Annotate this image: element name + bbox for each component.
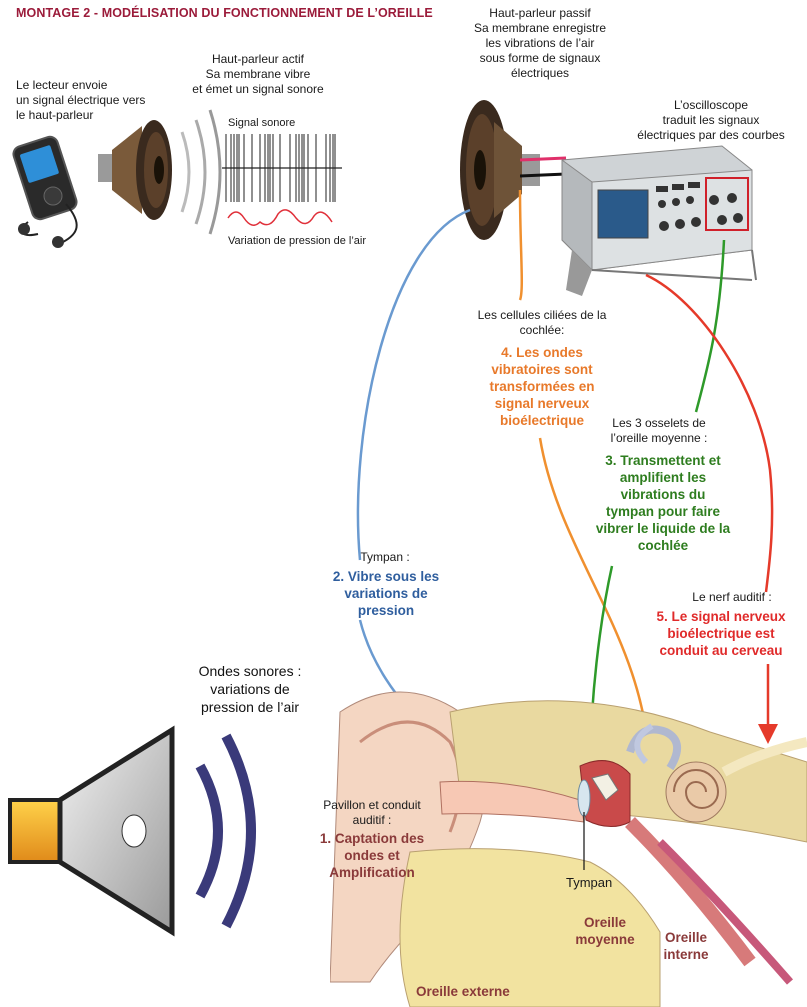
sound-wave-arcs — [180, 109, 222, 235]
speaker-caption: Ondes sonores : variations de pression d… — [180, 662, 320, 716]
middle-ear-line: Oreille — [583, 915, 627, 930]
step-2-text: 2. Vibre sous les variations de pression — [316, 568, 456, 619]
step-5-line: conduit au cerveau — [659, 643, 783, 658]
active-speaker-caption-line: et émet un signal sonore — [192, 82, 324, 96]
step-3-text: 3. Transmettent et amplifient les vibrat… — [578, 452, 748, 554]
player-caption-line: le haut-parleur — [16, 108, 94, 122]
mp3-player-icon — [12, 135, 78, 248]
oscilloscope-caption: L’oscilloscope traduit les signaux élect… — [636, 98, 786, 143]
step-3-line: vibrer le liquide de la — [595, 521, 731, 536]
pressure-wave-curve — [227, 209, 333, 226]
step-5-line: bioélectrique est — [667, 626, 775, 641]
tympan-label: Tympan — [566, 875, 613, 890]
step-4-line: bioélectrique — [499, 413, 585, 428]
step-1-line: Amplification — [329, 865, 415, 880]
tympan-intro: Tympan : — [360, 550, 410, 564]
step-5-line: 5. Le signal nerveux — [656, 609, 786, 624]
step-3-line: amplifient les — [619, 470, 707, 485]
outer-ear-label: Oreille externe — [416, 984, 510, 999]
step-3-line: cochlée — [637, 538, 689, 553]
orange-arrow — [518, 189, 524, 301]
pavillon-intro: Pavillon et conduit auditif : — [310, 798, 434, 828]
ear-anatomy-illustration — [330, 691, 807, 1007]
ossicles-intro-line: Les 3 osselets de — [612, 416, 706, 430]
step-2-line: variations de — [344, 586, 428, 601]
player-caption-line: Le lecteur envoie — [16, 78, 108, 92]
connection-wires — [520, 156, 567, 178]
step-1-line: 1. Captation des — [319, 831, 425, 846]
pressure-variation-label: Variation de pression de l’air — [228, 235, 366, 247]
oscilloscope-caption-line: traduit les signaux — [662, 113, 760, 127]
step-4-line: vibratoires sont — [491, 362, 593, 377]
speaker-volume-icon — [8, 725, 256, 937]
passive-speaker-caption-line: les vibrations de l’air — [485, 36, 595, 50]
page-title: MONTAGE 2 - MODÉLISATION DU FONCTIONNEME… — [16, 6, 433, 20]
cochlea-intro: Les cellules ciliées de la cochlée: — [450, 308, 634, 338]
speaker-caption-line: pression de l’air — [200, 699, 300, 715]
speaker-caption-line: variations de — [210, 681, 290, 697]
pavillon-intro-line: Pavillon et conduit — [323, 798, 421, 812]
passive-speaker-caption: Haut-parleur passif Sa membrane enregist… — [470, 6, 610, 81]
middle-ear-label: Oreille moyenne — [560, 914, 650, 948]
inner-ear-label: Oreille interne — [646, 929, 726, 963]
step-4-text: 4. Les ondes vibratoires sont transformé… — [450, 344, 634, 429]
passive-speaker-caption-line: sous forme de signaux — [479, 51, 601, 65]
loudspeaker-icon — [460, 100, 540, 240]
oscilloscope-icon — [561, 145, 757, 296]
step-3-line: tympan pour faire — [605, 504, 721, 519]
nerve-intro: Le nerf auditif : — [692, 590, 772, 604]
speaker-caption-line: Ondes sonores : — [198, 663, 302, 679]
step-3-line: 3. Transmettent et — [605, 453, 721, 468]
oscilloscope-caption-line: électriques par des courbes — [637, 128, 785, 142]
middle-ear-line: moyenne — [575, 932, 635, 947]
passive-speaker-caption-line: Haut-parleur passif — [489, 6, 591, 20]
step-4-line: 4. Les ondes — [501, 345, 583, 360]
step-2-line: 2. Vibre sous les — [332, 569, 440, 584]
player-caption: Le lecteur envoie un signal électrique v… — [16, 78, 156, 123]
ossicles-intro: Les 3 osselets de l’oreille moyenne : — [594, 416, 724, 446]
pavillon-intro-line: auditif : — [352, 813, 392, 827]
step-3-line: vibrations du — [620, 487, 706, 502]
step-4-line: signal nerveux — [494, 396, 590, 411]
inner-ear-line: Oreille — [664, 930, 708, 945]
step-5-text: 5. Le signal nerveux bioélectrique est c… — [636, 608, 806, 659]
green-arrow — [694, 239, 726, 413]
red-arrow — [645, 273, 774, 593]
cochlea-intro-line: cochlée: — [519, 323, 565, 337]
compression-stripes — [222, 134, 342, 202]
step-1-line: ondes et — [344, 848, 400, 863]
step-4-line: transformées en — [489, 379, 595, 394]
passive-speaker-caption-line: Sa membrane enregistre — [473, 21, 607, 35]
player-caption-line: un signal électrique vers — [16, 93, 146, 107]
step-2-line: pression — [357, 603, 415, 618]
active-speaker-caption-line: Sa membrane vibre — [205, 67, 311, 81]
step-1-text: 1. Captation des ondes et Amplification — [304, 830, 440, 881]
active-speaker-caption: Haut-parleur actif Sa membrane vibre et … — [188, 52, 328, 97]
signal-sonore-label: Signal sonore — [228, 117, 296, 129]
blue-arrow — [356, 208, 471, 561]
active-speaker-caption-line: Haut-parleur actif — [211, 52, 305, 66]
ossicles-intro-line: l’oreille moyenne : — [610, 431, 708, 445]
loudspeaker-icon — [98, 120, 172, 220]
cochlea-intro-line: Les cellules ciliées de la — [477, 308, 607, 322]
passive-speaker-caption-line: électriques — [510, 66, 570, 80]
oscilloscope-caption-line: L’oscilloscope — [673, 98, 749, 112]
inner-ear-line: interne — [663, 947, 709, 962]
